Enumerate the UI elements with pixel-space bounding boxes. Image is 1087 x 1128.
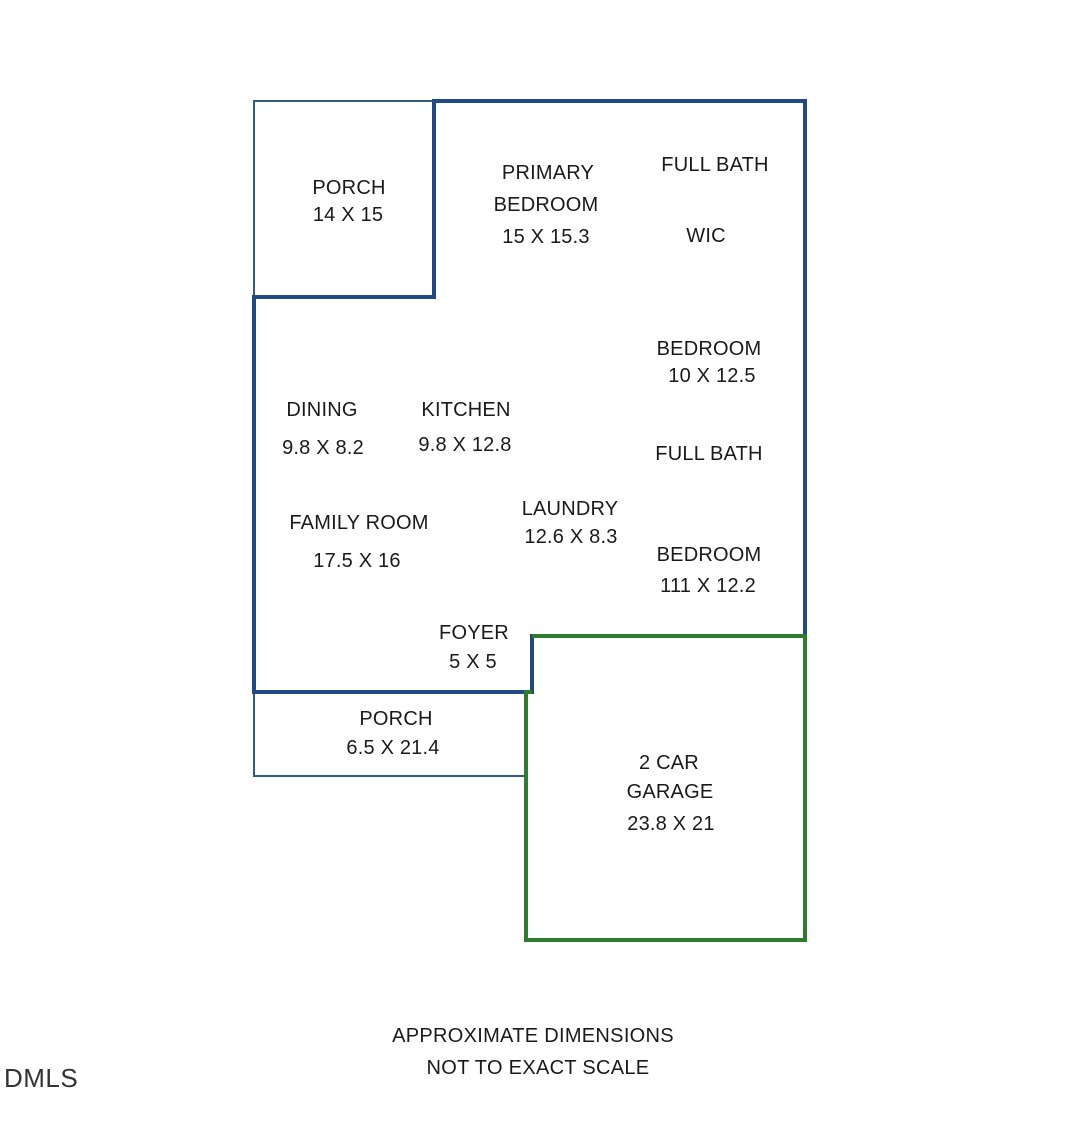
wic-label: WIC <box>686 225 726 247</box>
laundry-dims: 12.6 X 8.3 <box>524 526 618 548</box>
bedroom-2-dims: 10 X 12.5 <box>668 365 756 387</box>
dmls-watermark: DMLS <box>4 1063 79 1093</box>
primary-bedroom-dims: 15 X 15.3 <box>502 226 590 248</box>
kitchen-label: KITCHEN <box>421 399 511 421</box>
bedroom-2-label: BEDROOM <box>656 338 762 360</box>
family-room-dims: 17.5 X 16 <box>313 550 401 572</box>
dining-label: DINING <box>286 399 358 421</box>
porch-top-label: PORCH <box>312 177 386 199</box>
porch-front-dims: 6.5 X 21.4 <box>346 737 440 759</box>
garage-label-line1: 2 CAR <box>639 752 699 774</box>
full-bath-1-label: FULL BATH <box>661 154 769 176</box>
garage-label-line2: GARAGE <box>626 781 714 803</box>
primary-bedroom-label-line2: BEDROOM <box>493 194 599 216</box>
porch-front-outline <box>253 692 526 777</box>
porch-top-dims: 14 X 15 <box>312 204 384 226</box>
garage-outline <box>524 634 807 942</box>
foyer-label: FOYER <box>439 622 509 644</box>
footer-note-line1: APPROXIMATE DIMENSIONS <box>392 1025 674 1047</box>
primary-bedroom-label-line1: PRIMARY <box>501 162 595 184</box>
porch-top-outline <box>253 100 434 297</box>
footer-note-line2: NOT TO EXACT SCALE <box>426 1057 650 1079</box>
foyer-dims: 5 X 5 <box>449 651 497 673</box>
kitchen-dims: 9.8 X 12.8 <box>418 434 512 456</box>
bedroom-3-label: BEDROOM <box>656 544 762 566</box>
full-bath-2-label: FULL BATH <box>655 443 763 465</box>
laundry-label: LAUNDRY <box>521 498 619 520</box>
garage-dims: 23.8 X 21 <box>627 813 715 835</box>
bedroom-3-dims: 111 X 12.2 <box>660 575 756 597</box>
porch-front-label: PORCH <box>359 708 433 730</box>
family-room-label: FAMILY ROOM <box>289 512 429 534</box>
dining-dims: 9.8 X 8.2 <box>282 437 364 459</box>
